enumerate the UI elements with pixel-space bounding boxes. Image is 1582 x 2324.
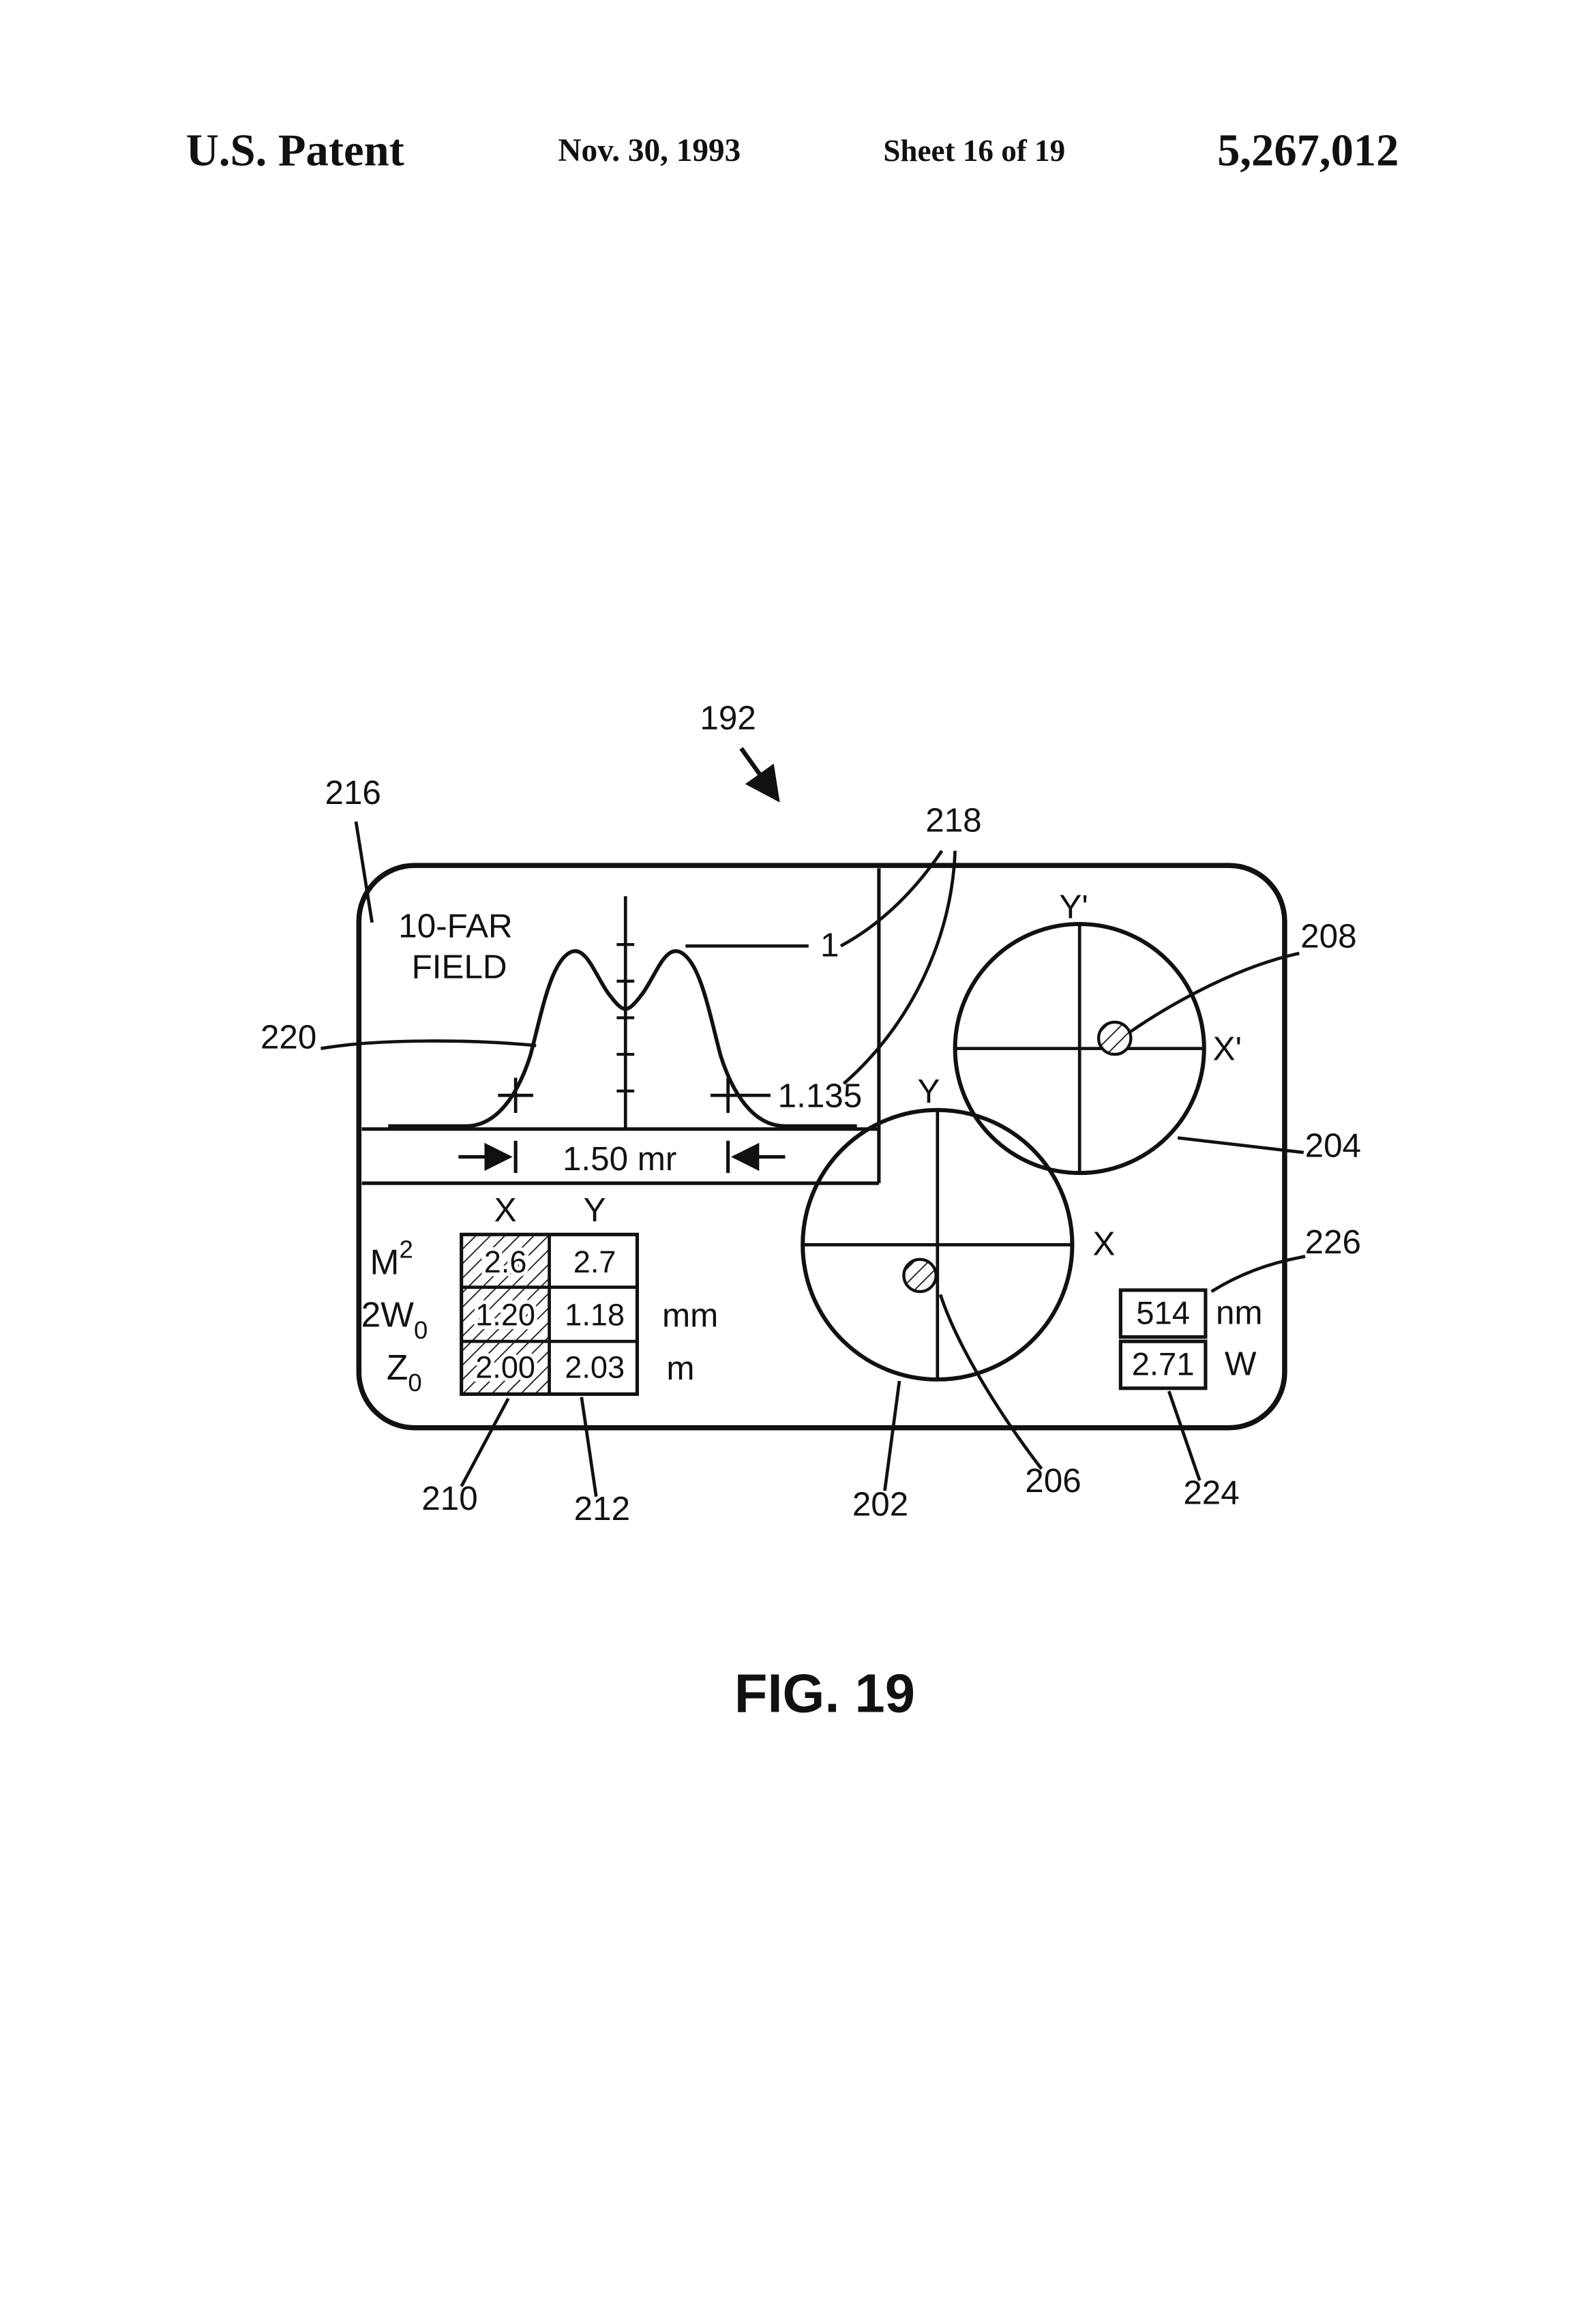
unit-m: m — [666, 1350, 694, 1387]
ref-204-leader — [1177, 1136, 1304, 1154]
ref-218-leader-a — [839, 850, 944, 948]
cell-2w0-y: 1.18 — [565, 1297, 625, 1332]
ref-216: 216 — [325, 774, 381, 811]
beam-width-value: 1.50 mr — [563, 1140, 676, 1178]
beam-width-measure: 1.50 mr — [458, 1140, 786, 1178]
patent-label: U.S. Patent — [186, 126, 404, 176]
clip-level-label: 1.135 — [778, 1077, 863, 1114]
lower-x-axis-label: X — [1093, 1225, 1116, 1262]
ref-208-leader — [1128, 951, 1300, 1034]
ref-216-leader — [354, 821, 374, 923]
ref-192-arrow — [739, 747, 780, 803]
screen-title-line1: 10-FAR — [398, 907, 512, 944]
unit-mm: mm — [662, 1297, 718, 1335]
ref-226: 226 — [1305, 1223, 1361, 1261]
ref-212: 212 — [574, 1490, 630, 1528]
upper-y-axis-label: Y' — [1059, 888, 1088, 925]
ref-212-leader — [580, 1397, 598, 1498]
ref-202: 202 — [852, 1486, 908, 1523]
power-unit: W — [1225, 1345, 1257, 1382]
lower-crosshair — [803, 1109, 1073, 1380]
table-gridlines — [461, 1234, 638, 1395]
ref-218-leader-b — [842, 850, 957, 1085]
patent-number: 5,267,012 — [1217, 126, 1399, 176]
hatched-cell-z0-x — [461, 1341, 550, 1395]
ref-206-leader — [938, 1294, 1043, 1470]
table-col-x-header: X — [494, 1191, 517, 1229]
ref-192: 192 — [700, 699, 756, 736]
ref-220: 220 — [260, 1019, 316, 1056]
ref-210: 210 — [421, 1480, 477, 1517]
wavelength-value: 514 — [1136, 1295, 1190, 1331]
ref-218: 218 — [925, 802, 981, 839]
upper-beam-spot — [1096, 1020, 1133, 1056]
sheet-info: Sheet 16 of 19 — [883, 134, 1065, 168]
table-row-label-m2: M2 — [370, 1236, 413, 1282]
cell-2w0-x: 1.20 — [475, 1297, 535, 1332]
wavelength-unit: nm — [1216, 1294, 1263, 1331]
ref-210-leader — [460, 1397, 510, 1487]
ref-204: 204 — [1305, 1127, 1361, 1164]
display-bezel — [356, 863, 1287, 1431]
patent-date: Nov. 30, 1993 — [558, 133, 741, 168]
clip-cursor-left — [498, 1077, 533, 1114]
upper-crosshair — [955, 924, 1204, 1174]
power-value: 2.71 — [1132, 1346, 1195, 1382]
lower-y-axis-label: Y — [917, 1073, 940, 1110]
peak-level-label: 1 — [820, 926, 839, 964]
table-col-y-header: Y — [584, 1191, 606, 1229]
upper-beam-display: Y' X' — [953, 888, 1242, 1176]
profile-axis — [616, 896, 635, 1129]
hatched-cell-m2-x — [461, 1234, 550, 1287]
table-row-label-z0: Z0 — [387, 1347, 422, 1397]
page-header: U.S. Patent Nov. 30, 1993 Sheet 16 of 19… — [186, 126, 1399, 176]
clip-cursor-right — [710, 1077, 746, 1114]
lower-beam-spot — [902, 1257, 938, 1294]
power-readout: 2.71 W — [1118, 1339, 1257, 1390]
table-row-label-2w0: 2W0 — [361, 1295, 428, 1344]
wavelength-readout: 514 nm — [1118, 1288, 1263, 1339]
lower-beam-display: Y X — [801, 1073, 1116, 1382]
figure-19: 192 216 10-FAR FIELD 220 1 — [260, 699, 1361, 1723]
screen-title-line2: FIELD — [412, 949, 507, 986]
cell-m2-y: 2.7 — [573, 1245, 616, 1279]
cell-z0-y: 2.03 — [565, 1350, 625, 1385]
cell-z0-x: 2.00 — [475, 1350, 535, 1385]
figure-caption: FIG. 19 — [734, 1663, 915, 1723]
cell-m2-x: 2.6 — [484, 1245, 527, 1279]
power-box — [1118, 1339, 1208, 1390]
ref-202-leader — [883, 1380, 901, 1491]
hatched-cell-2w0-x — [461, 1287, 550, 1342]
wavelength-box — [1118, 1288, 1208, 1339]
ref-206: 206 — [1025, 1462, 1081, 1500]
upper-x-axis-label: X' — [1213, 1030, 1242, 1068]
ref-208: 208 — [1300, 917, 1356, 955]
ref-220-leader — [320, 1039, 537, 1050]
results-table: X Y M2 2W0 Z0 2.6 2.7 1.20 1.18 2.00 2.0… — [361, 1191, 719, 1397]
ref-226-leader — [1210, 1255, 1306, 1294]
ref-224-leader — [1167, 1390, 1202, 1481]
ref-224: 224 — [1183, 1474, 1239, 1511]
